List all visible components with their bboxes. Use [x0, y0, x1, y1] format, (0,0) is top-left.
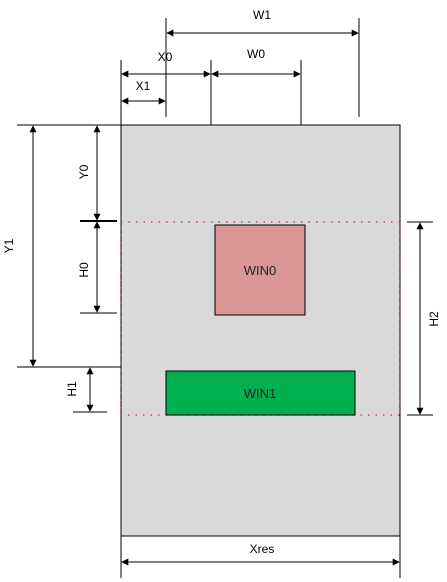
x1-label: X1 [136, 79, 151, 93]
combined-window-bounds [120, 221, 401, 416]
win0-window [214, 224, 306, 316]
x0-label: X0 [158, 50, 173, 64]
y0-label: Y0 [77, 164, 91, 179]
win1-window [165, 370, 356, 416]
h2-label: H2 [427, 311, 441, 327]
h0-label: H0 [77, 262, 91, 278]
xres-label: Xres [250, 542, 275, 556]
w0-label: W0 [247, 47, 265, 61]
w1-label: W1 [253, 8, 271, 22]
screen-area [120, 124, 401, 537]
win0-label: WIN0 [244, 263, 277, 278]
win1-label: WIN1 [244, 386, 277, 401]
h1-label: H1 [65, 381, 79, 397]
y1-label: Y1 [2, 238, 16, 253]
